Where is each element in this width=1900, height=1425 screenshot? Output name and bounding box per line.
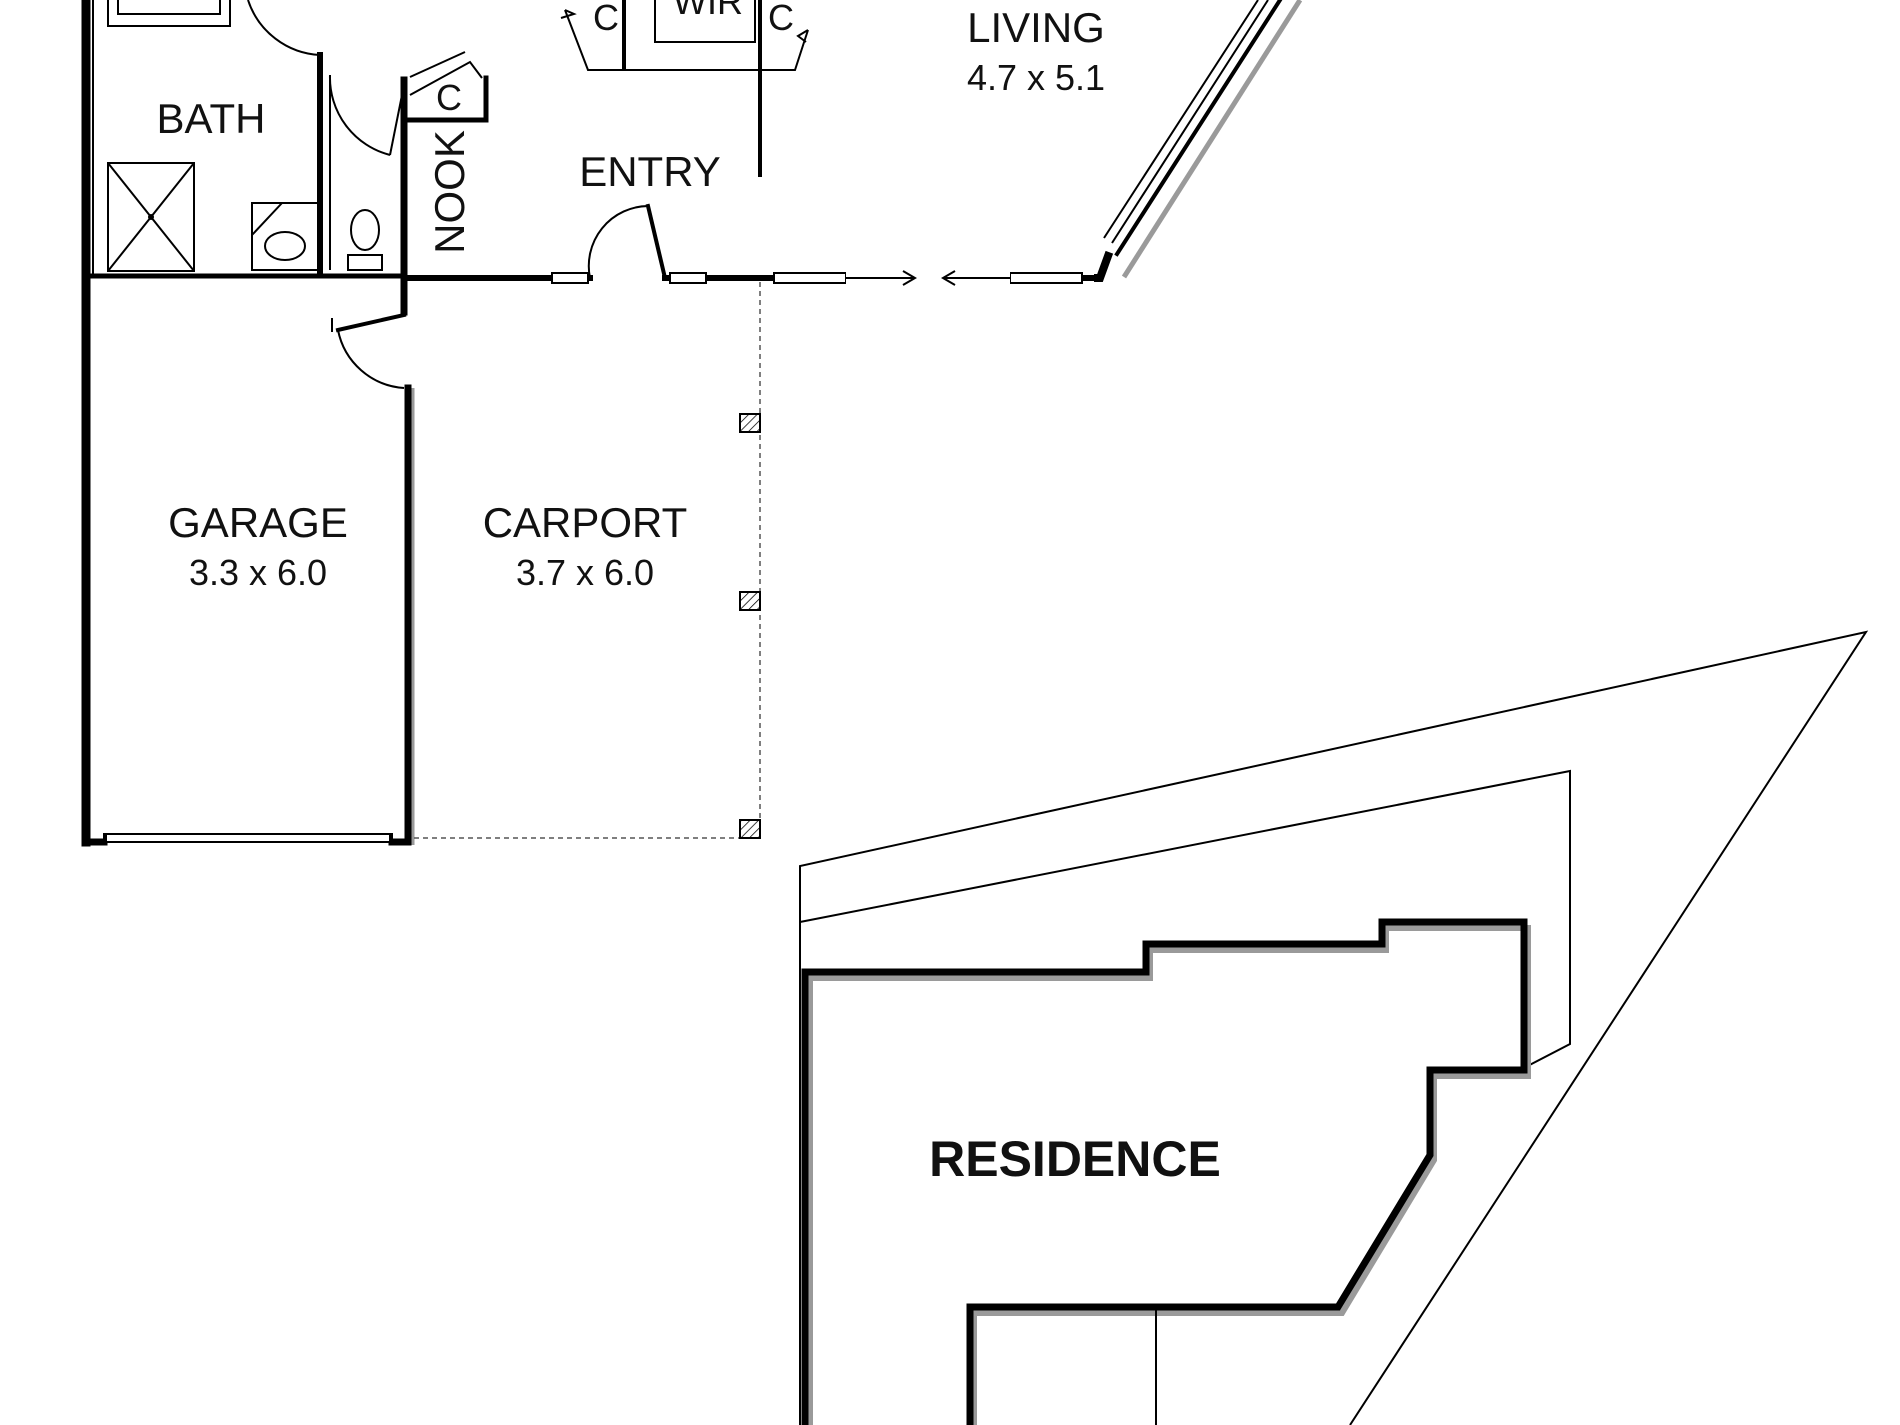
- room-name: GARAGE: [168, 499, 348, 546]
- room-name: C: [768, 0, 794, 38]
- site-boundary: [799, 630, 1869, 1425]
- room-name: WIR: [673, 0, 743, 22]
- room-garage: GARAGE 3.3 x 6.0: [168, 499, 348, 593]
- room-name: ENTRY: [579, 148, 721, 195]
- shower-tray: [107, 162, 195, 272]
- room-name: BATH: [157, 95, 266, 142]
- room-entry: ENTRY: [579, 148, 721, 195]
- room-nook-cupboard: C: [436, 77, 462, 118]
- bath-wall: [247, 0, 406, 278]
- entry-door: [587, 203, 668, 281]
- toilet-fixture: [347, 209, 383, 271]
- room-robe-left: C: [593, 0, 619, 38]
- carport-post: [739, 819, 761, 839]
- room-name: LIVING: [967, 4, 1105, 51]
- carport-outline: [414, 282, 761, 839]
- carport-post: [739, 591, 761, 611]
- residence-footprint: [801, 918, 1531, 1425]
- room-robe-right: C: [768, 0, 794, 38]
- room-dimensions: 3.3 x 6.0: [189, 552, 327, 593]
- room-name: C: [436, 77, 462, 118]
- room-name: C: [593, 0, 619, 38]
- room-name: RESIDENCE: [929, 1131, 1221, 1187]
- room-nook: NOOK: [426, 130, 473, 254]
- garage-walls: [82, 274, 415, 846]
- room-living: LIVING 4.7 x 5.1: [967, 4, 1105, 98]
- room-name: CARPORT: [483, 499, 688, 546]
- room-bath: BATH: [157, 95, 266, 142]
- mid-wall: [83, 270, 1103, 286]
- living-window-wall: [1094, 0, 1303, 282]
- outer-wall-left: [81, 0, 94, 847]
- room-wir: WIR: [673, 0, 743, 22]
- basin-fixture: [251, 202, 321, 271]
- wir-walls: [560, 0, 809, 177]
- room-dimensions: 4.7 x 5.1: [967, 57, 1105, 98]
- room-name: NOOK: [426, 130, 473, 254]
- room-dimensions: 3.7 x 6.0: [516, 552, 654, 593]
- nook-walls: [400, 51, 489, 279]
- bathtub-fixture: [107, 0, 231, 27]
- room-residence: RESIDENCE: [929, 1131, 1221, 1187]
- carport-post: [739, 413, 761, 433]
- room-carport: CARPORT 3.7 x 6.0: [483, 499, 688, 593]
